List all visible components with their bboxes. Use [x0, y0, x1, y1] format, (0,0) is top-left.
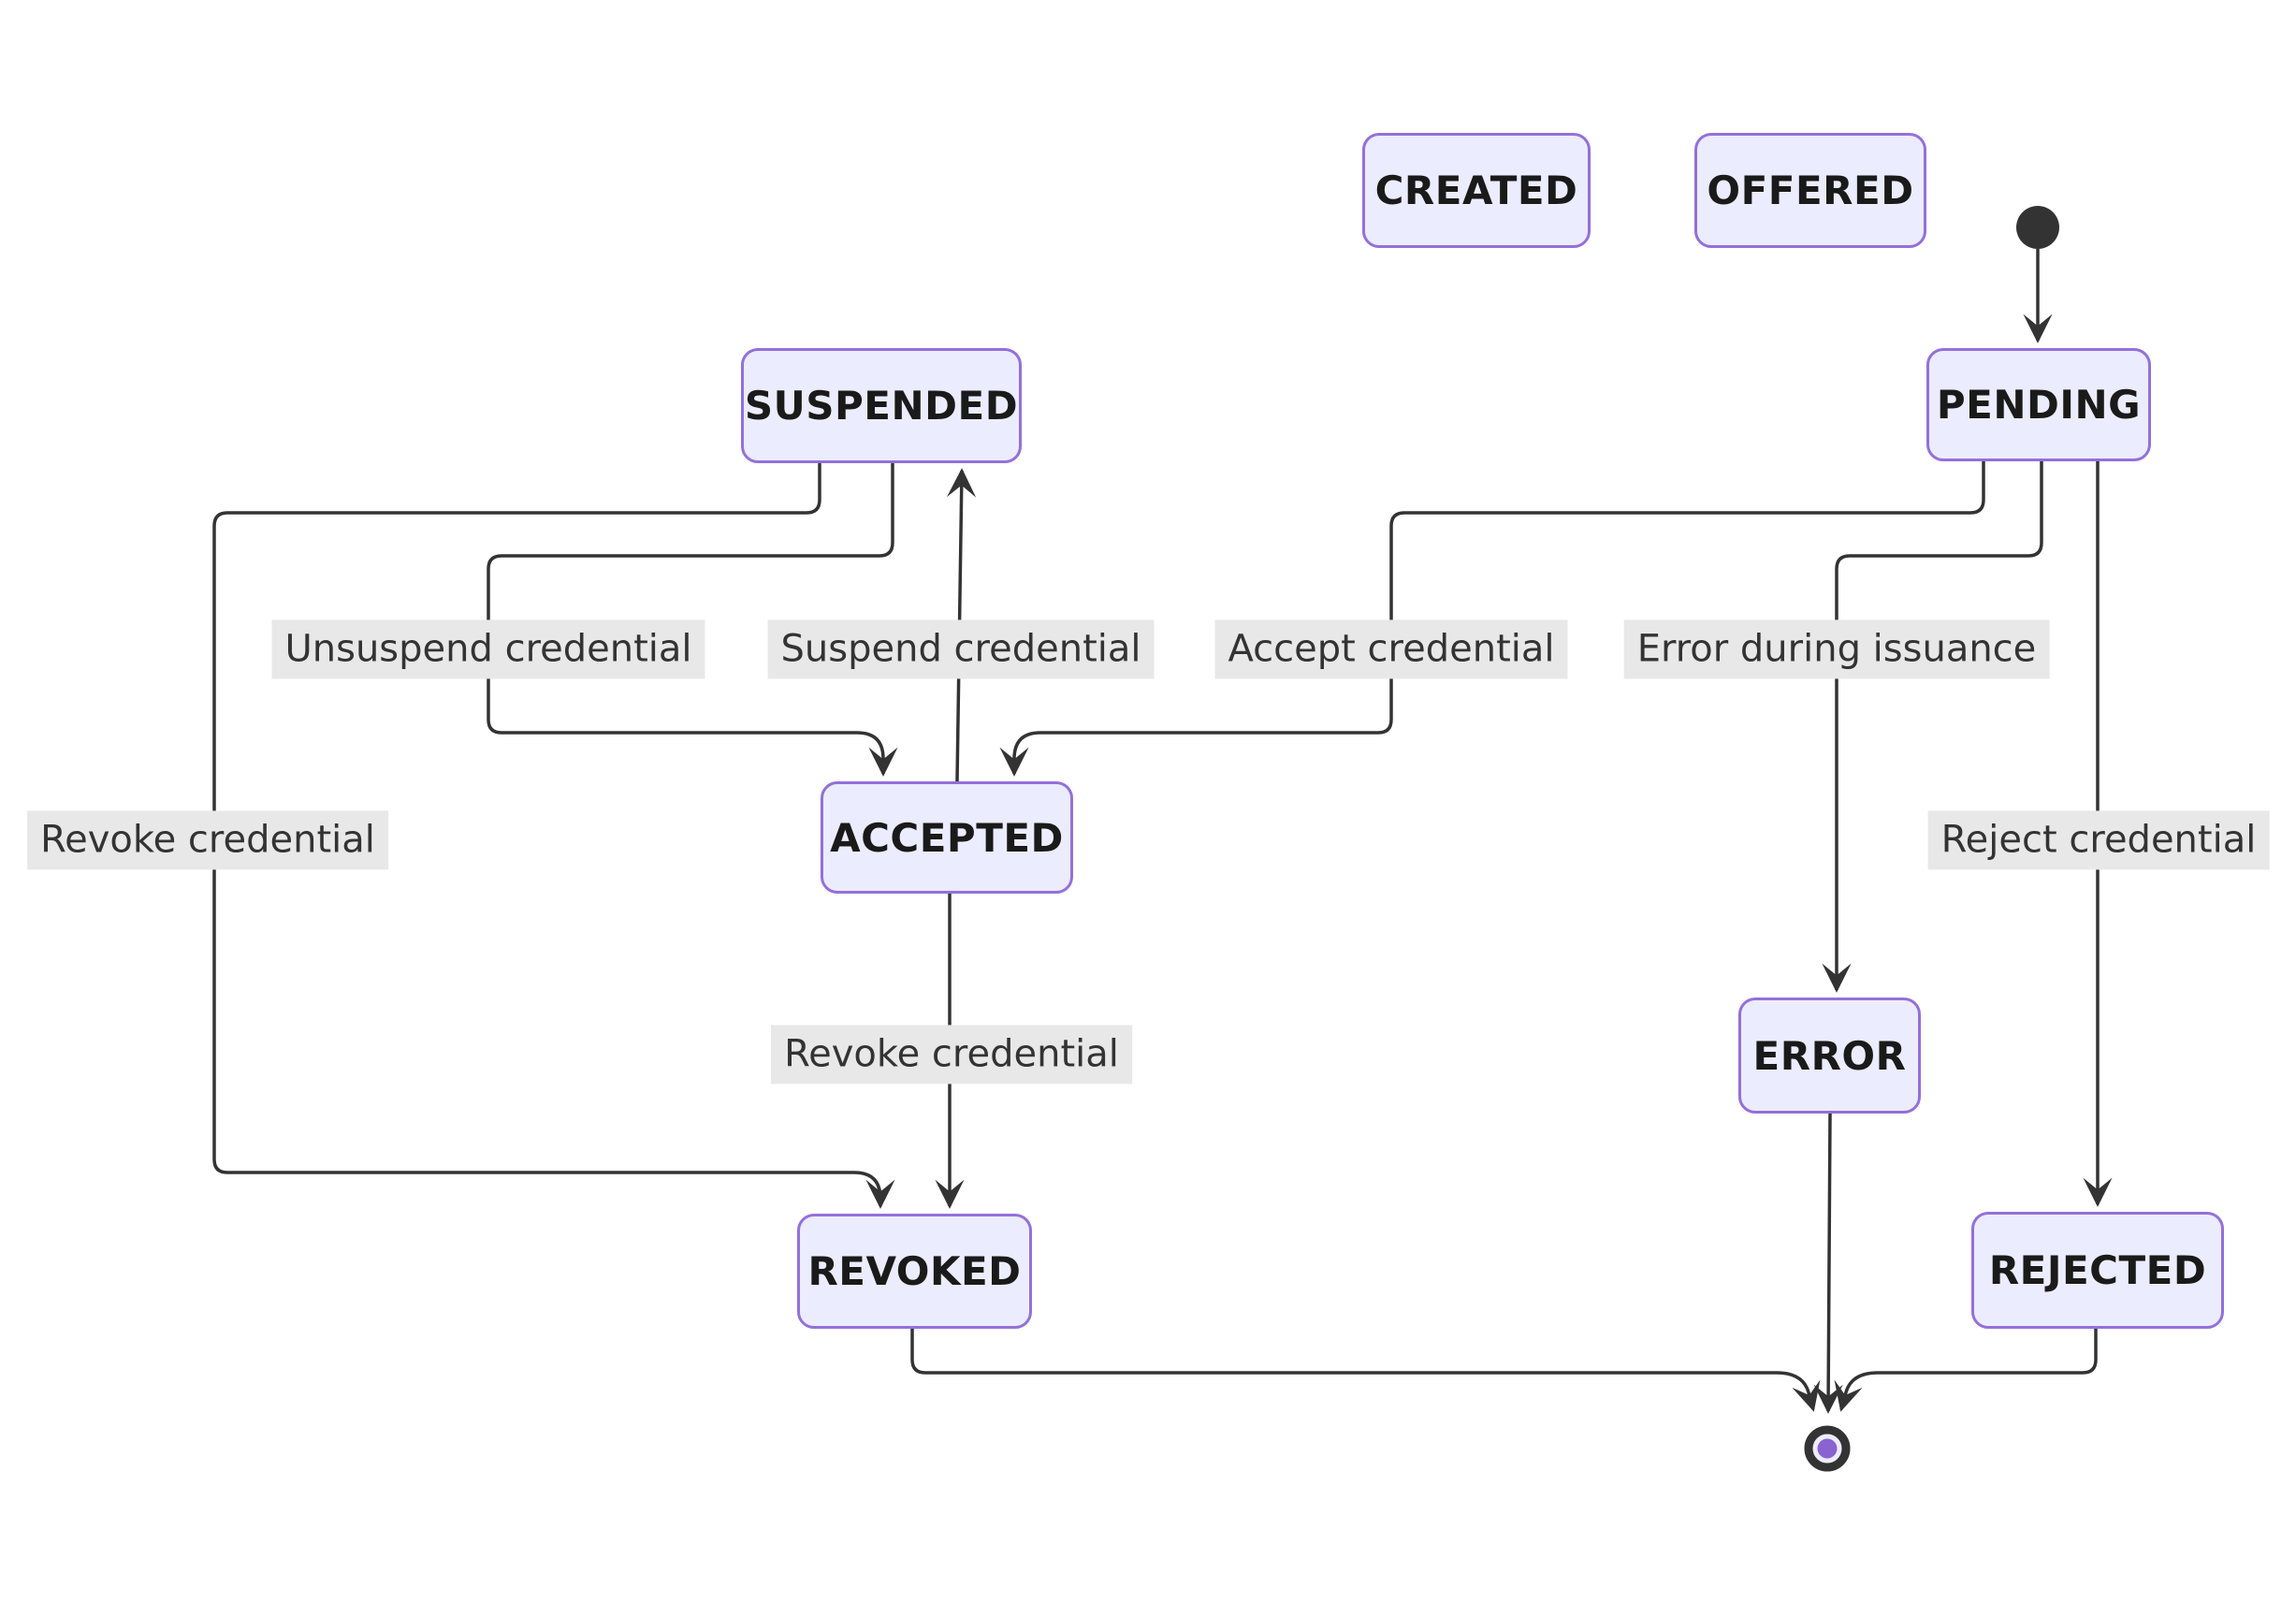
state-node-suspended[interactable]: SUSPENDED — [741, 348, 1022, 463]
state-label-error: ERROR — [1752, 1032, 1907, 1079]
state-label-accepted: ACCEPTED — [830, 814, 1064, 861]
state-node-revoked[interactable]: REVOKED — [797, 1214, 1032, 1329]
state-node-accepted[interactable]: ACCEPTED — [821, 781, 1073, 894]
state-node-error[interactable]: ERROR — [1738, 998, 1921, 1114]
edge-suspended-accepted — [487, 463, 898, 777]
state-label-offered: OFFERED — [1707, 167, 1914, 213]
edge-error-end — [1813, 1113, 1843, 1414]
state-label-created: CREATED — [1374, 167, 1578, 213]
edge-label-accept-credential: Accept credential — [1214, 619, 1568, 679]
state-label-pending: PENDING — [1936, 382, 2142, 428]
state-label-suspended: SUSPENDED — [744, 383, 1019, 429]
edge-rejected-end — [1834, 1329, 2098, 1412]
edge-label-unsuspend-credential: Unsuspend credential — [271, 619, 705, 679]
edge-label-suspend-credential: Suspend credential — [767, 619, 1155, 679]
edge-revoked-end — [910, 1329, 1821, 1412]
edge-label-revoke-credential-center: Revoke credential — [771, 1025, 1132, 1085]
final-state-inner-dot — [1817, 1438, 1838, 1459]
state-label-rejected: REJECTED — [1988, 1247, 2207, 1293]
state-node-offered[interactable]: OFFERED — [1694, 133, 1926, 248]
edge-label-error-during-issuance: Error during issuance — [1623, 619, 2050, 679]
state-node-rejected[interactable]: REJECTED — [1971, 1212, 2224, 1329]
edge-label-reject-credential: Reject credential — [1927, 810, 2270, 870]
edge-pending-error — [1822, 461, 2043, 993]
initial-state-dot — [2016, 206, 2059, 249]
edge-label-revoke-credential-left: Revoke credential — [27, 810, 388, 870]
state-node-created[interactable]: CREATED — [1362, 133, 1591, 248]
state-label-revoked: REVOKED — [807, 1248, 1022, 1294]
final-state-ring — [1804, 1425, 1851, 1472]
state-node-pending[interactable]: PENDING — [1926, 348, 2151, 461]
